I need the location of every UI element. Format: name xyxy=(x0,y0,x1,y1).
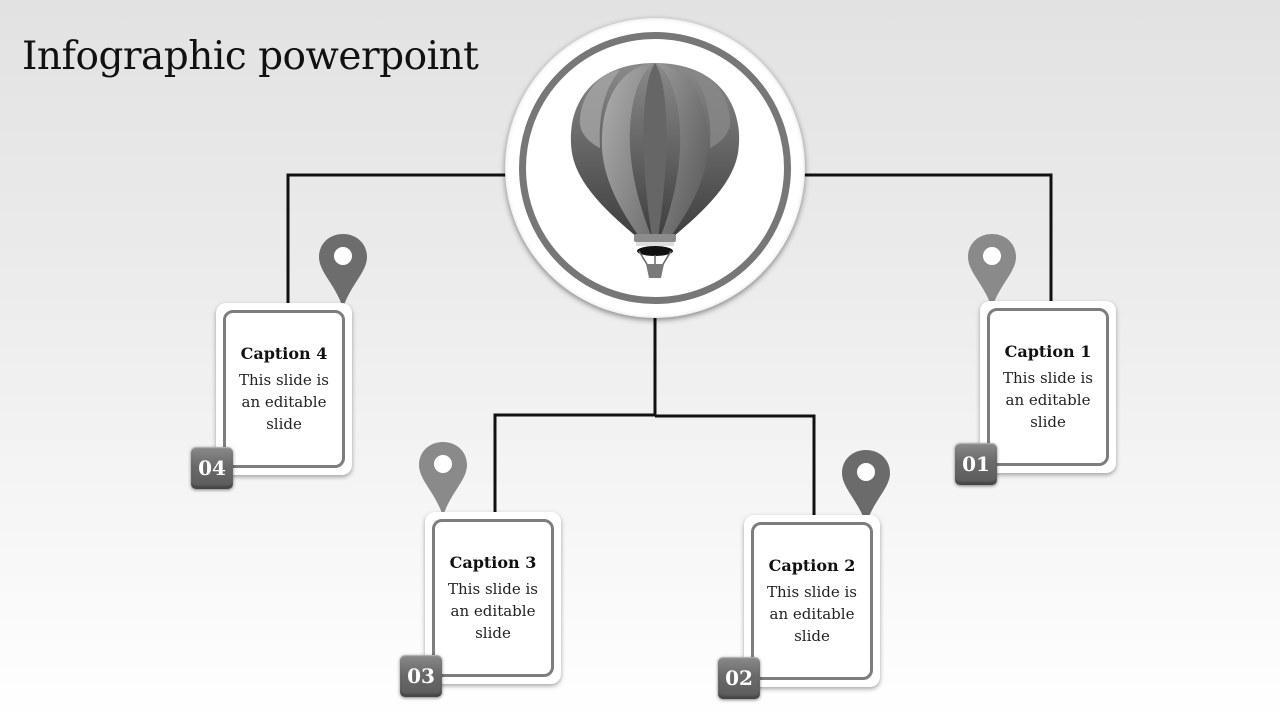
hub-circle xyxy=(505,18,805,318)
caption-title: Caption 4 xyxy=(240,343,328,363)
caption-card-inner: Caption 1 This slide is an editable slid… xyxy=(987,308,1109,466)
hot-air-balloon-icon xyxy=(570,63,740,278)
map-pin-icon xyxy=(842,450,890,524)
caption-text: This slide is an editable slide xyxy=(448,579,538,642)
map-pin-icon xyxy=(419,442,467,516)
number-badge-01: 01 xyxy=(955,443,997,485)
number-badge-02: 02 xyxy=(718,657,760,699)
caption-text: This slide is an editable slide xyxy=(239,370,329,433)
caption-title: Caption 1 xyxy=(1004,341,1092,361)
caption-card-inner: Caption 3 This slide is an editable slid… xyxy=(432,519,554,677)
caption-card-3: Caption 3 This slide is an editable slid… xyxy=(425,512,561,684)
connector-caption-3 xyxy=(493,413,655,513)
caption-card-2: Caption 2 This slide is an editable slid… xyxy=(744,515,880,687)
caption-card-4: Caption 4 This slide is an editable slid… xyxy=(216,303,352,475)
slide-title: Infographic powerpoint xyxy=(22,34,479,79)
connector-caption-2 xyxy=(655,414,816,516)
number-badge-04: 04 xyxy=(191,447,233,489)
caption-text: This slide is an editable slide xyxy=(767,582,857,645)
caption-card-inner: Caption 4 This slide is an editable slid… xyxy=(223,310,345,468)
map-pin-icon xyxy=(968,234,1016,308)
caption-title: Caption 2 xyxy=(768,555,856,575)
caption-card-1: Caption 1 This slide is an editable slid… xyxy=(980,301,1116,473)
connector-caption-4 xyxy=(286,173,507,303)
caption-text: This slide is an editable slide xyxy=(1003,368,1093,431)
caption-title: Caption 3 xyxy=(449,552,537,572)
number-badge-03: 03 xyxy=(400,655,442,697)
map-pin-icon xyxy=(319,234,367,308)
connector-caption-1 xyxy=(803,173,1053,302)
caption-card-inner: Caption 2 This slide is an editable slid… xyxy=(751,522,873,680)
